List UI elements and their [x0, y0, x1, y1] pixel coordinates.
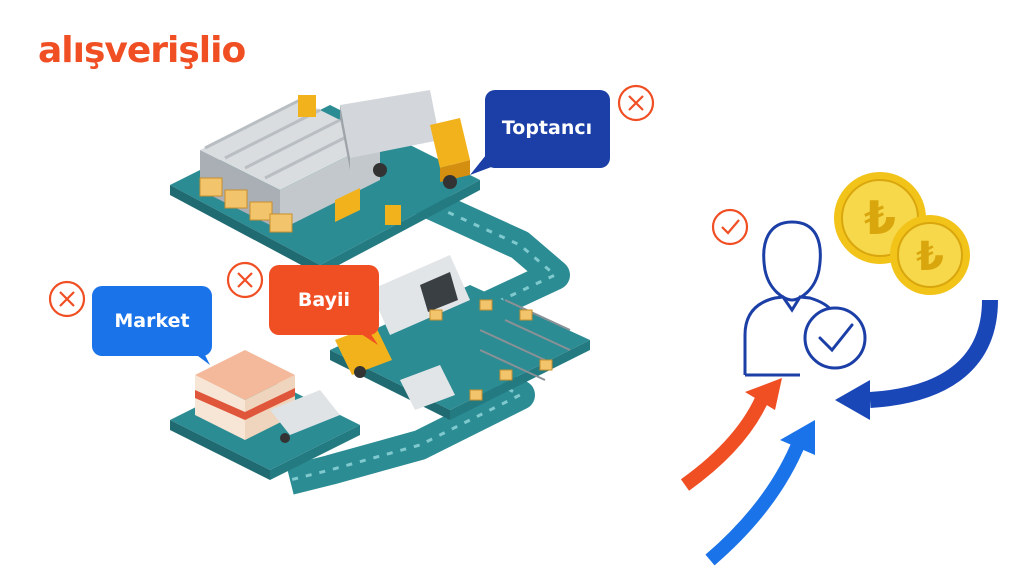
navy-arrow-icon	[835, 299, 998, 420]
turkish-lira-coin-icon-2: ₺	[890, 215, 970, 295]
approve-check-circle-icon	[711, 208, 749, 246]
svg-text:₺: ₺	[916, 234, 944, 280]
user-icon	[743, 220, 835, 377]
wholesaler-label: Toptancı	[502, 117, 592, 139]
dealer-bubble: Bayii	[269, 265, 379, 345]
dealer-x-circle-icon	[226, 261, 264, 299]
brand-logo: alışverişlio	[38, 30, 246, 71]
wholesaler-bubble: Toptancı	[470, 90, 610, 175]
warehouse-area	[170, 90, 480, 275]
market-area	[170, 350, 360, 480]
market-label: Market	[114, 310, 189, 332]
dealer-label: Bayii	[298, 289, 350, 311]
red-arrow-icon	[680, 378, 782, 491]
market-x-circle-icon	[48, 280, 86, 318]
dealer-area	[330, 255, 590, 420]
user-check-circle-icon	[803, 306, 867, 370]
blue-arrow-icon	[705, 420, 815, 566]
market-bubble: Market	[92, 286, 212, 365]
svg-text:₺: ₺	[864, 191, 896, 245]
wholesaler-x-circle-icon	[617, 84, 655, 122]
